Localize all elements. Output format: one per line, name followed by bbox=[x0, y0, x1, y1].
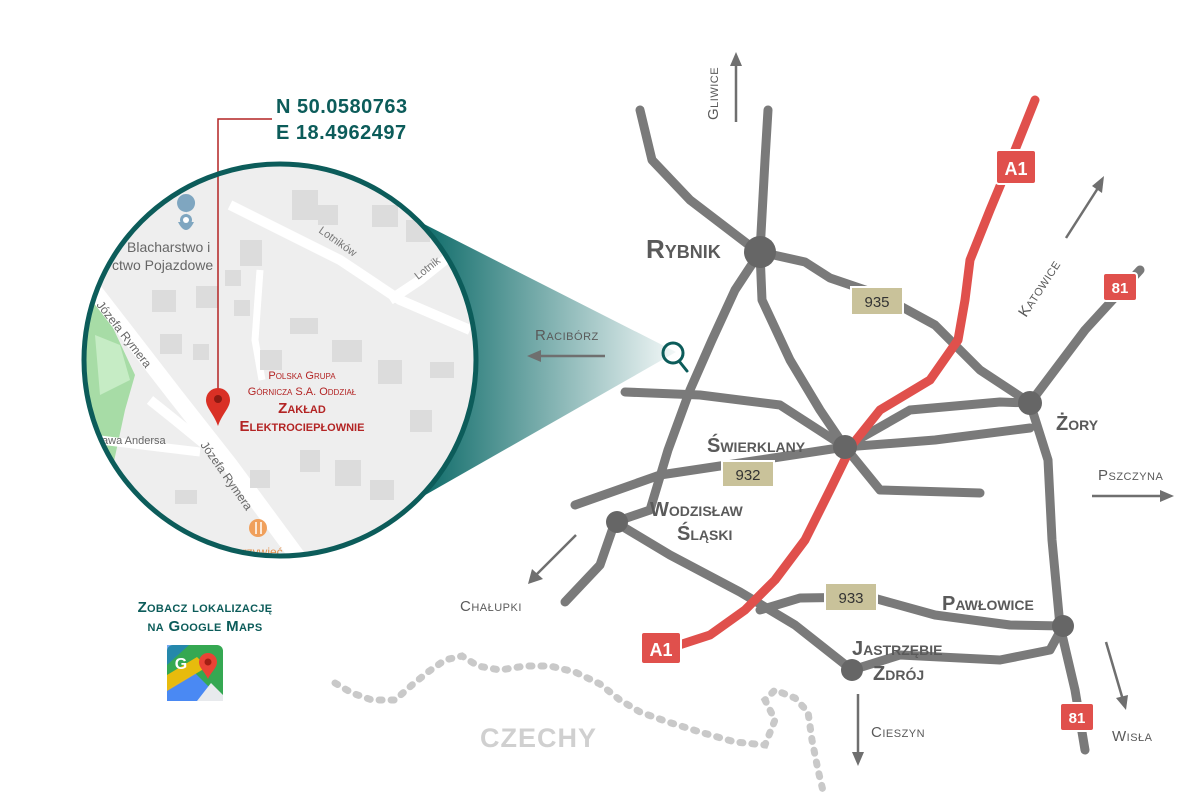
restaurant-poi-icon bbox=[249, 519, 267, 537]
street-label-andersa: lrsława Andersa bbox=[88, 435, 167, 447]
shield-932: 932 bbox=[721, 460, 775, 488]
plant-label-1: Polska Grupa bbox=[268, 370, 336, 382]
poi-label-blacharstwo-2: ctwo Pojazdowe bbox=[112, 257, 213, 273]
direction-chalupki: Chałupki bbox=[460, 598, 522, 615]
google-maps-label-line2: na Google Maps bbox=[147, 618, 263, 635]
coordinate-lon: E 18.4962497 bbox=[276, 122, 407, 144]
svg-text:A1: A1 bbox=[1004, 159, 1027, 179]
leader-line bbox=[217, 118, 272, 398]
city-rybnik: Rybnik bbox=[646, 234, 721, 264]
google-maps-icon[interactable]: G bbox=[167, 645, 223, 701]
city-wodzislaw-1: Wodzisław bbox=[650, 499, 744, 521]
plant-label-3: Zakład bbox=[278, 400, 326, 417]
direction-wisla: Wisła bbox=[1112, 728, 1153, 745]
country-czechy: CZECHY bbox=[480, 723, 597, 753]
a1-motorway bbox=[665, 95, 1040, 653]
city-swierklany: Świerklany bbox=[707, 433, 806, 457]
google-maps-link-label[interactable]: Zobacz lokalizację na Google Maps bbox=[110, 598, 300, 636]
poi-label-partial: arzywieć bbox=[236, 545, 283, 559]
city-dots bbox=[606, 236, 1074, 681]
direction-katowice: Katowice bbox=[1015, 257, 1064, 320]
svg-text:932: 932 bbox=[735, 467, 760, 484]
coordinate-lat: N 50.0580763 bbox=[276, 96, 408, 118]
direction-cieszyn: Cieszyn bbox=[871, 724, 925, 741]
city-jastrzebie-2: Zdrój bbox=[873, 663, 924, 685]
shield-a1-south: A1 bbox=[640, 631, 682, 665]
location-ring bbox=[661, 341, 685, 365]
location-ring-tail bbox=[677, 359, 689, 373]
inset-border bbox=[81, 161, 479, 559]
shield-a1-north: A1 bbox=[995, 149, 1037, 185]
shield-81-north: 81 bbox=[1102, 272, 1138, 302]
svg-text:81: 81 bbox=[1112, 280, 1129, 297]
poi-label-blacharstwo-1: Blacharstwo i bbox=[127, 239, 210, 255]
inset-map: Lotników Lotnik Józefa Rymera Józefa Rym… bbox=[81, 118, 479, 559]
city-jastrzebie-1: Jastrzębie bbox=[852, 638, 942, 660]
svg-text:A1: A1 bbox=[649, 640, 672, 660]
google-maps-label-line1: Zobacz lokalizację bbox=[137, 599, 273, 616]
czech-border bbox=[331, 652, 828, 799]
svg-text:935: 935 bbox=[864, 294, 889, 311]
shield-933: 933 bbox=[824, 582, 878, 612]
city-wodzislaw-2: Śląski bbox=[677, 521, 732, 545]
location-marker-icon[interactable] bbox=[206, 388, 230, 426]
plant-label-2: Górnicza S.A. Oddział bbox=[248, 386, 357, 398]
direction-raciborz: Racibórz bbox=[535, 327, 599, 344]
poi-pin-icon bbox=[177, 194, 196, 232]
city-pawlowice: Pawłowice bbox=[942, 593, 1034, 615]
city-zory: Żory bbox=[1056, 412, 1099, 435]
svg-text:933: 933 bbox=[838, 590, 863, 607]
shield-935: 935 bbox=[850, 286, 904, 316]
coordinates: N 50.0580763 E 18.4962497 bbox=[276, 94, 408, 146]
direction-gliwice: Gliwice bbox=[705, 67, 722, 120]
svg-text:81: 81 bbox=[1069, 710, 1086, 727]
plant-label-4: Elektrociepłownie bbox=[240, 418, 365, 435]
shield-81-south: 81 bbox=[1059, 702, 1095, 732]
svg-text:G: G bbox=[175, 656, 187, 673]
direction-arrows bbox=[527, 52, 1174, 766]
direction-pszczyna: Pszczyna bbox=[1098, 467, 1164, 484]
zoom-beam bbox=[420, 222, 676, 498]
